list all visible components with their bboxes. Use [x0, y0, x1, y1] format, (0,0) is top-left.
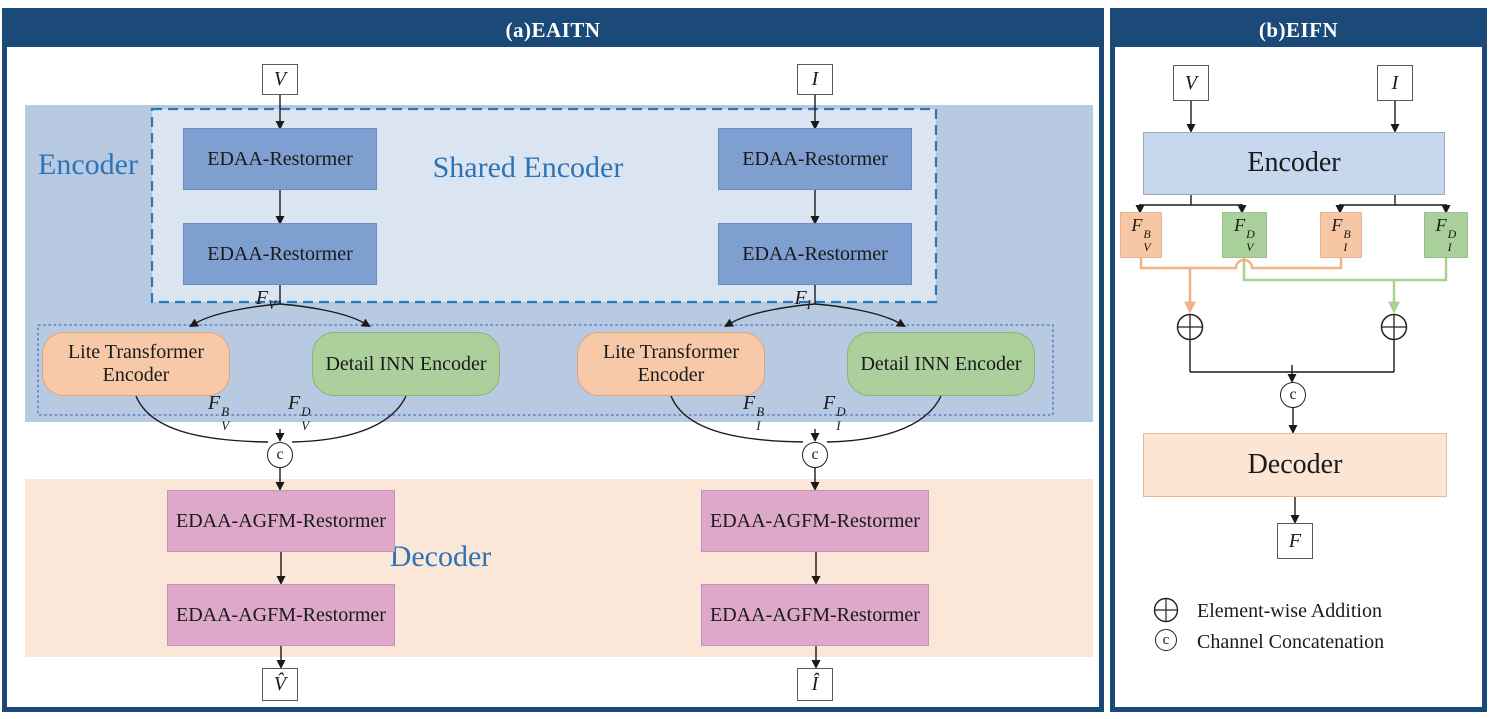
panel-eifn-titlebar: (b)EIFN [1115, 13, 1482, 47]
detail-inn-encoder-i: Detail INN Encoder [847, 332, 1035, 396]
eifn-output-f-node: F [1277, 523, 1313, 559]
agfm-restormer-i1: EDAA-AGFM-Restormer [701, 490, 929, 552]
lite-transformer-encoder-v: Lite Transformer Encoder [42, 332, 230, 396]
agfm-restormer-v1: EDAA-AGFM-Restormer [167, 490, 395, 552]
orange-base-lines [1139, 258, 1343, 314]
eifn-input-i-node: I [1377, 65, 1413, 101]
edaa-restormer-v2: EDAA-Restormer [183, 223, 377, 285]
decoder-region-label: Decoder [389, 540, 492, 573]
green-detail-lines [1242, 258, 1448, 314]
input-i-node: I [797, 64, 833, 95]
plus-circle-icon [1153, 597, 1179, 623]
plus-circle-icon [1380, 313, 1408, 341]
add-node-left [1176, 313, 1204, 346]
eifn-connectors [1135, 101, 1451, 524]
eaitn-connectors [135, 95, 942, 669]
legend-concat-label: Channel Concatenation [1197, 631, 1385, 653]
eifn-encoder-block: Encoder [1143, 132, 1445, 195]
detail-inn-encoder-v: Detail INN Encoder [312, 332, 500, 396]
eifn-concat-node: c [1280, 382, 1306, 408]
eifn-input-v-node: V [1173, 65, 1209, 101]
fusion-row-box [37, 324, 1054, 416]
edaa-restormer-v1: EDAA-Restormer [183, 128, 377, 190]
output-i-node: Î [797, 668, 833, 701]
legend-concat-icon: c [1155, 629, 1177, 651]
concat-node-v: c [267, 442, 293, 468]
panel-eaitn-title: (a)EAITN [505, 17, 601, 42]
feature-label-fi: FI [794, 287, 811, 312]
panel-eifn-title: (b)EIFN [1258, 17, 1339, 42]
panel-eaitn-titlebar: (a)EAITN [7, 13, 1099, 47]
plus-circle-icon [1176, 313, 1204, 341]
shared-encoder-region-label: Shared Encoder [432, 151, 624, 184]
add-node-right [1380, 313, 1408, 346]
legend-add-icon [1153, 597, 1179, 628]
concat-node-i: c [802, 442, 828, 468]
agfm-restormer-v2: EDAA-AGFM-Restormer [167, 584, 395, 646]
edaa-restormer-i1: EDAA-Restormer [718, 128, 912, 190]
output-v-node: V̂ [262, 668, 298, 701]
encoder-region-label: Encoder [38, 148, 138, 181]
panel-eifn: (b)EIFN [1110, 8, 1487, 712]
agfm-restormer-i2: EDAA-AGFM-Restormer [701, 584, 929, 646]
feature-label-fv: FV [255, 287, 276, 312]
legend-add-label: Element-wise Addition [1197, 600, 1382, 622]
input-v-node: V [262, 64, 298, 95]
lite-transformer-encoder-i: Lite Transformer Encoder [577, 332, 765, 396]
eifn-decoder-block: Decoder [1143, 433, 1447, 497]
edaa-restormer-i2: EDAA-Restormer [718, 223, 912, 285]
